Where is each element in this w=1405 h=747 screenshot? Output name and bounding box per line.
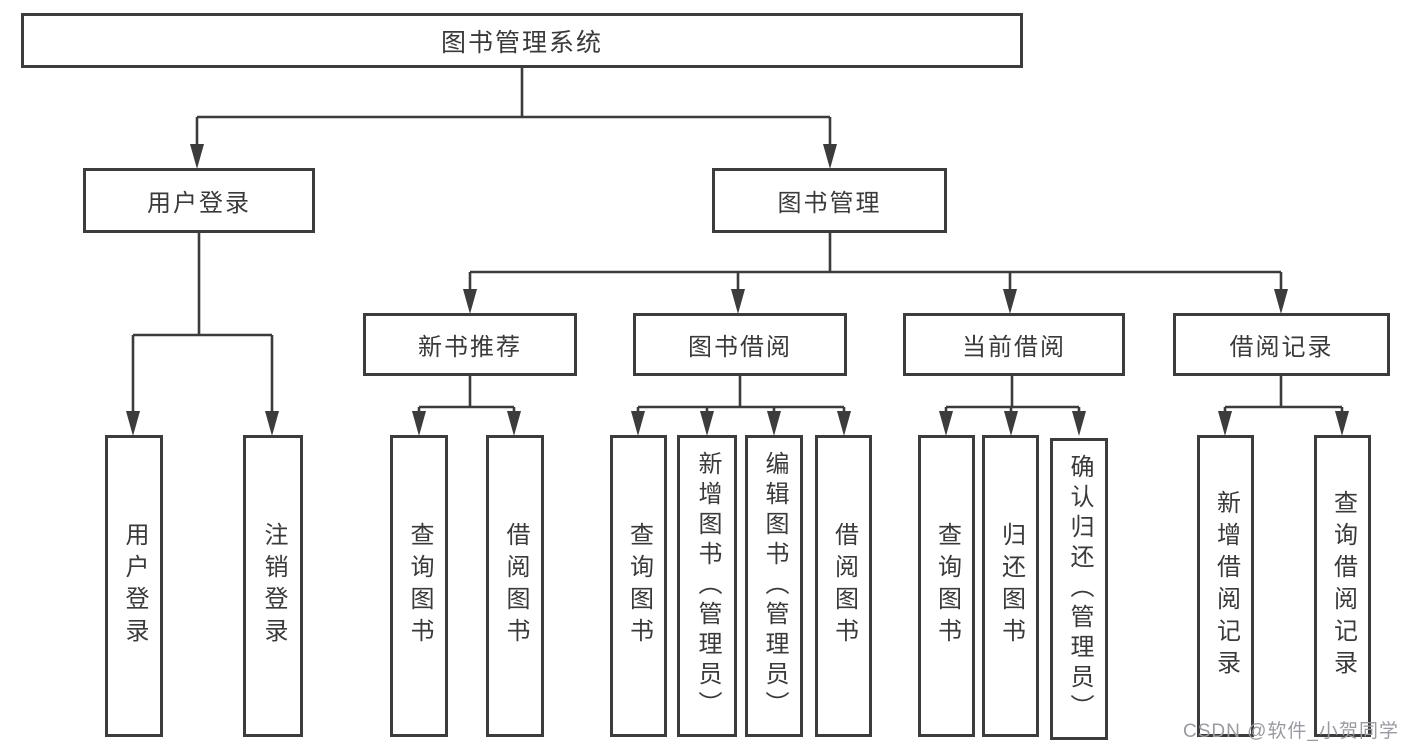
leaf-newbook-query-label: 查询图书 — [406, 522, 433, 650]
node-new-book-recommend-label: 新书推荐 — [418, 334, 522, 361]
leaf-user-login: 用户登录 — [105, 435, 163, 737]
leaf-current-return-label: 归还图书 — [997, 522, 1025, 650]
leaf-user-login-label: 用户登录 — [121, 522, 148, 650]
leaf-newbook-query: 查询图书 — [390, 435, 448, 737]
leaf-borrow-add-admin: 新增图书（管理员） — [677, 435, 737, 737]
node-book-management: 图书管理 — [712, 168, 947, 233]
leaf-current-confirm-admin: 确认归还（管理员） — [1050, 438, 1108, 740]
leaf-current-query: 查询图书 — [918, 435, 975, 737]
node-borrow-records: 借阅记录 — [1173, 313, 1390, 376]
node-root-label: 图书管理系统 — [440, 28, 603, 57]
leaf-records-query-label: 查询借阅记录 — [1329, 490, 1357, 682]
node-book-borrowing-label: 图书借阅 — [688, 334, 792, 361]
node-current-borrowing: 当前借阅 — [903, 313, 1125, 376]
csdn-watermark: CSDN @软件_小贺同学 — [1183, 721, 1399, 742]
leaf-borrow-borrow: 借阅图书 — [815, 435, 872, 737]
arrowheads — [126, 144, 1349, 436]
leaf-records-query: 查询借阅记录 — [1314, 435, 1371, 737]
leaf-borrow-edit-admin: 编辑图书（管理员） — [745, 435, 803, 737]
leaf-borrow-query: 查询图书 — [610, 435, 667, 737]
leaf-current-query-label: 查询图书 — [933, 522, 961, 650]
node-book-borrowing: 图书借阅 — [633, 313, 847, 376]
node-root: 图书管理系统 — [21, 13, 1023, 68]
leaf-records-add-label: 新增借阅记录 — [1212, 490, 1240, 682]
leaf-current-return: 归还图书 — [982, 435, 1039, 737]
leaf-newbook-borrow: 借阅图书 — [486, 435, 544, 737]
node-user-login: 用户登录 — [83, 168, 315, 233]
node-borrow-records-label: 借阅记录 — [1229, 334, 1334, 361]
node-new-book-recommend: 新书推荐 — [363, 313, 577, 376]
leaf-logout-label: 注销登录 — [260, 522, 287, 650]
leaf-borrow-borrow-label: 借阅图书 — [830, 522, 858, 650]
node-user-login-label: 用户登录 — [147, 190, 251, 217]
leaf-logout: 注销登录 — [243, 435, 303, 737]
leaf-records-add: 新增借阅记录 — [1197, 435, 1254, 737]
leaf-borrow-edit-admin-label: 编辑图书（管理员） — [761, 451, 788, 721]
leaf-newbook-borrow-label: 借阅图书 — [502, 522, 529, 650]
leaf-borrow-query-label: 查询图书 — [625, 522, 653, 650]
leaf-current-confirm-admin-label: 确认归还（管理员） — [1066, 454, 1093, 724]
node-current-borrowing-label: 当前借阅 — [962, 334, 1066, 361]
leaf-borrow-add-admin-label: 新增图书（管理员） — [694, 451, 721, 721]
node-book-management-label: 图书管理 — [777, 190, 882, 217]
